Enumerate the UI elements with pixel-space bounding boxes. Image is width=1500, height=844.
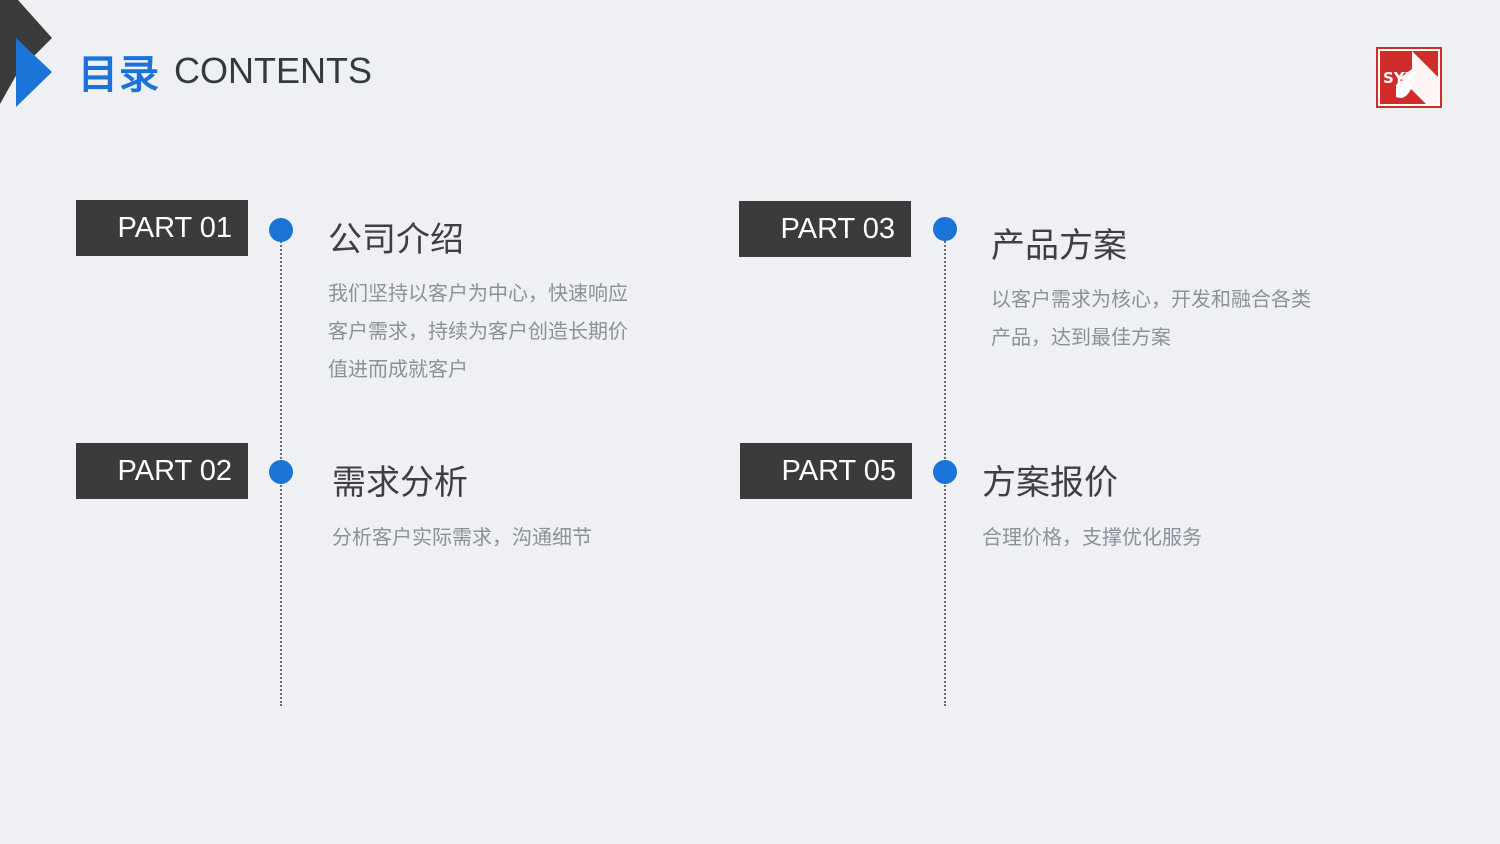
title-chinese: 目录 (78, 52, 160, 98)
section-title: 公司介绍 (328, 220, 464, 260)
description-line: 客户需求，持续为客户创造长期价 (328, 319, 628, 343)
description-line: 以客户需求为核心，开发和融合各类 (991, 287, 1311, 311)
section-title: 方案报价 (982, 463, 1118, 503)
page-title: 目录 CONTENTS (78, 46, 372, 98)
part-label-text: PART 01 (117, 211, 232, 244)
description-line: 我们坚持以客户为中心，快速响应 (328, 281, 628, 305)
logo-text: SYX (1383, 69, 1417, 87)
section-title: 产品方案 (991, 226, 1127, 266)
corner-chevron-decoration (0, 0, 52, 107)
section-description: 以客户需求为核心，开发和融合各类 产品，达到最佳方案 (991, 280, 1371, 356)
description-line: 值进而成就客户 (328, 357, 468, 381)
section-description: 我们坚持以客户为中心，快速响应 客户需求，持续为客户创造长期价 值进而成就客户 (328, 274, 688, 388)
title-english: CONTENTS (174, 50, 372, 91)
part-label: PART 05 (740, 443, 912, 499)
part-label: PART 01 (76, 200, 248, 256)
section-description: 合理价格，支撑优化服务 (982, 518, 1342, 556)
part-label-text: PART 05 (781, 454, 896, 487)
part-label: PART 02 (76, 443, 248, 499)
timeline-dot (933, 217, 957, 241)
section-title: 需求分析 (332, 463, 468, 503)
part-label-text: PART 03 (780, 212, 895, 245)
description-line: 分析客户实际需求，沟通细节 (332, 525, 592, 549)
timeline-dot (933, 460, 957, 484)
syx-logo: SYX (1376, 47, 1442, 108)
description-line: 合理价格，支撑优化服务 (982, 525, 1202, 549)
timeline-dot (269, 460, 293, 484)
section-description: 分析客户实际需求，沟通细节 (332, 518, 692, 556)
part-label: PART 03 (739, 201, 911, 257)
part-label-text: PART 02 (117, 454, 232, 487)
description-line: 产品，达到最佳方案 (991, 325, 1171, 349)
timeline-dot (269, 218, 293, 242)
